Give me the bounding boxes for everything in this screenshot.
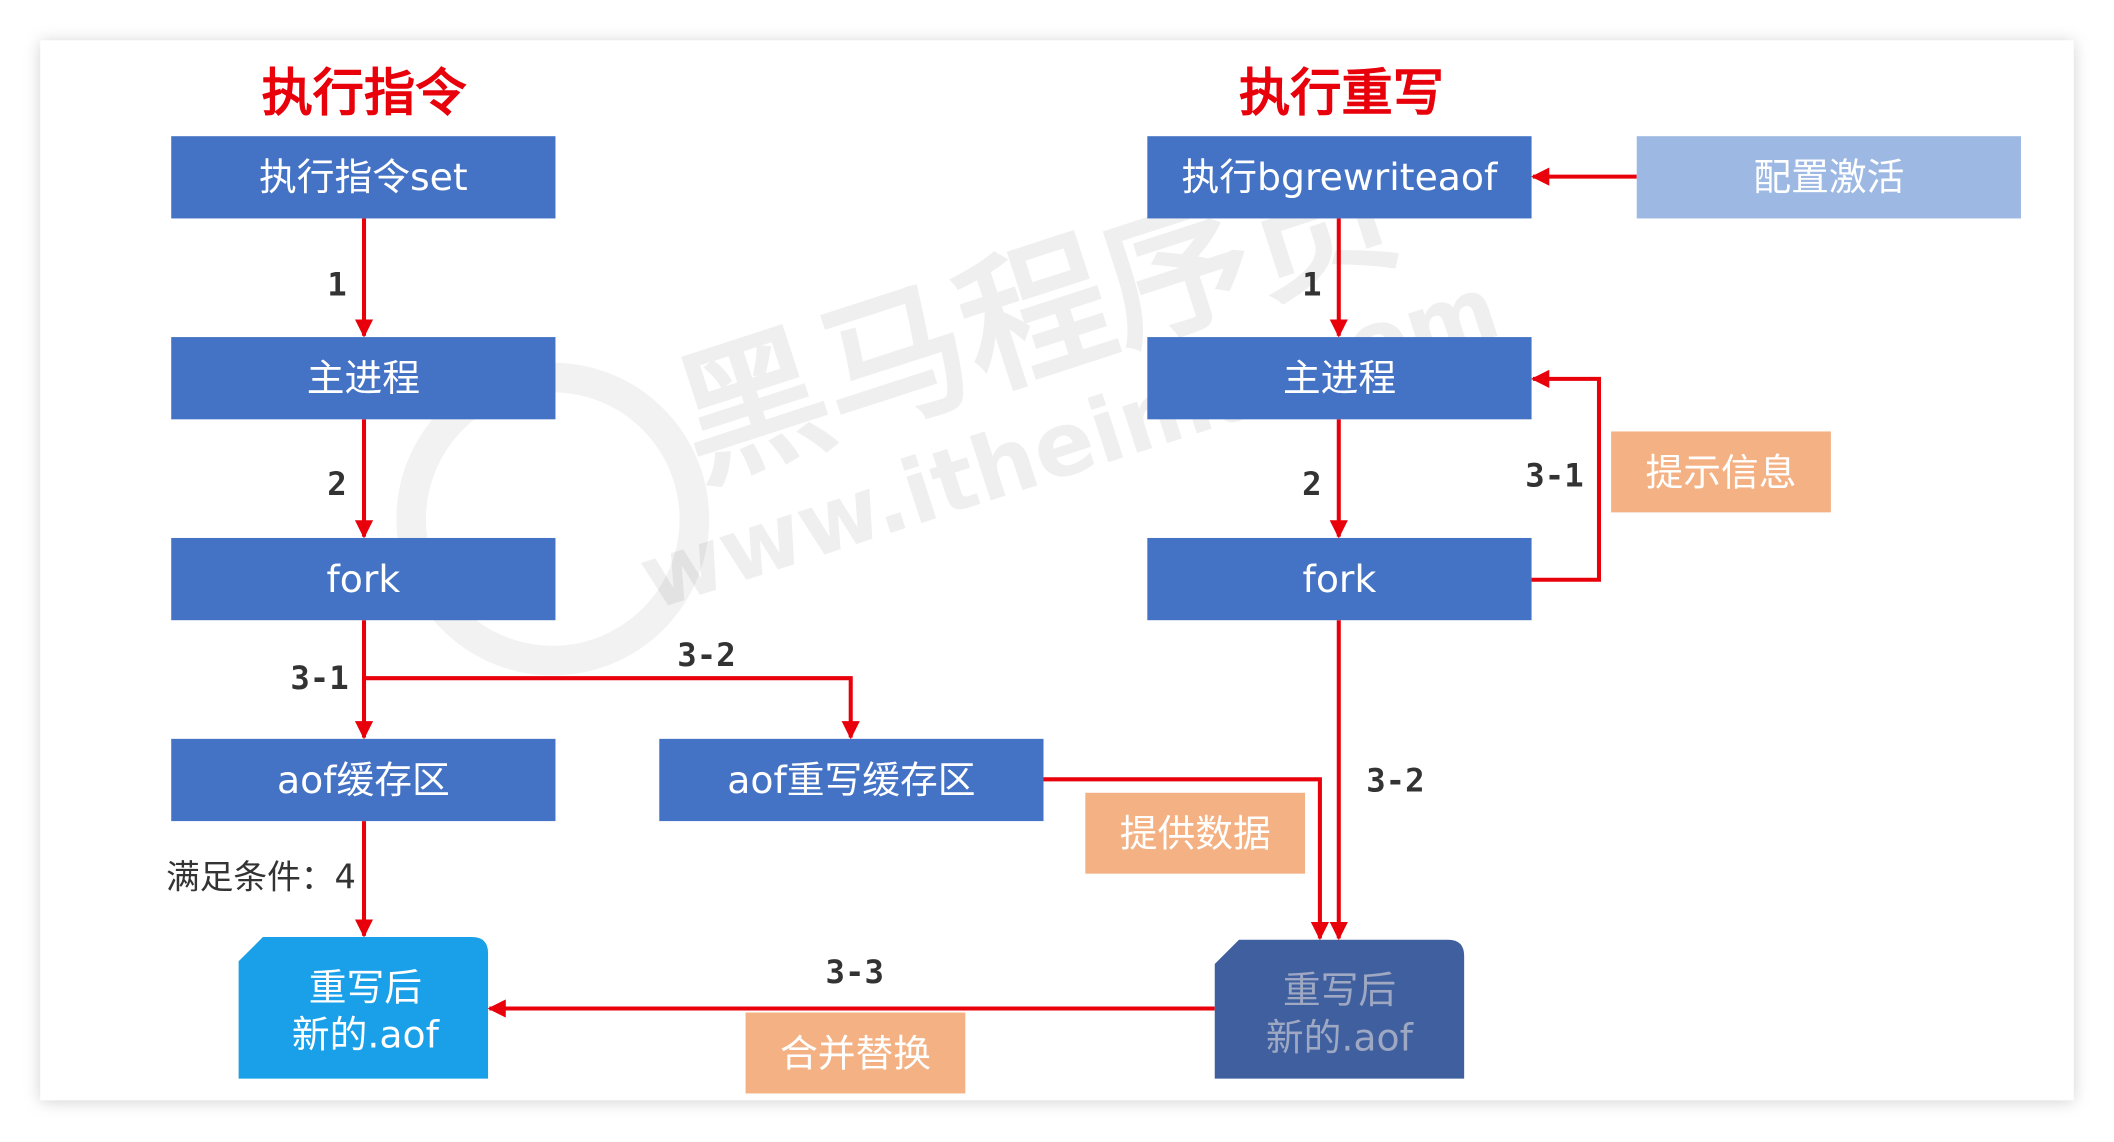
box-right-main-process: 主进程 [1147, 337, 1532, 420]
box-left-fork: fork [171, 537, 556, 621]
box-left-new-aof: 重写后 新的.aof [238, 937, 489, 1079]
step-left-3-1: 3-1 [290, 659, 348, 697]
left-title: 执行指令 [262, 64, 468, 124]
box-left-new-aof-line2: 新的.aof [292, 1013, 441, 1057]
box-exec-set: 执行指令set [171, 136, 556, 219]
box-exec-bgrewriteaof: 执行bgrewriteaof [1147, 136, 1532, 219]
box-aof-rewrite-buffer-label: aof重写缓存区 [727, 758, 975, 802]
step-right-3-2: 3-2 [1366, 761, 1424, 799]
arrow-left-3-2 [364, 676, 860, 740]
box-config-activate: 配置激活 [1636, 136, 2021, 219]
step-left-4-condition: 满足条件：4 [166, 858, 356, 897]
box-exec-set-label: 执行指令set [259, 155, 468, 199]
box-right-new-aof: 重写后 新的.aof [1214, 939, 1465, 1079]
box-exec-bgrewriteaof-label: 执行bgrewriteaof [1182, 155, 1499, 199]
box-right-new-aof-line1: 重写后 [1283, 968, 1396, 1012]
note-provide-data: 提供数据 [1085, 792, 1306, 874]
arrow-rewrite-buffer-to-new-aof [1043, 777, 1330, 941]
note-merge-replace: 合并替换 [745, 1012, 966, 1094]
box-left-main-process-label: 主进程 [307, 356, 420, 400]
box-right-new-aof-line2: 新的.aof [1266, 1015, 1415, 1059]
box-config-activate-label: 配置激活 [1753, 155, 1904, 199]
note-merge-replace-label: 合并替换 [780, 1031, 931, 1075]
box-left-fork-label: fork [326, 557, 400, 601]
box-left-new-aof-line1: 重写后 [309, 965, 422, 1009]
note-provide-data-label: 提供数据 [1120, 812, 1271, 856]
note-notice-label: 提示信息 [1645, 450, 1796, 494]
step-right-2: 2 [1302, 465, 1321, 503]
box-right-fork-label: fork [1303, 557, 1377, 601]
box-aof-rewrite-buffer: aof重写缓存区 [659, 738, 1044, 822]
box-aof-buffer: aof缓存区 [171, 738, 556, 822]
step-right-1: 1 [1302, 265, 1321, 303]
box-right-main-process-label: 主进程 [1283, 356, 1396, 400]
arrow-right-3-1 [1531, 369, 1602, 582]
box-left-main-process: 主进程 [171, 337, 556, 420]
arrows [354, 167, 1637, 1018]
box-right-fork: fork [1147, 537, 1532, 621]
step-left-3-2: 3-2 [677, 636, 735, 674]
note-notice: 提示信息 [1611, 431, 1831, 513]
step-left-1: 1 [327, 265, 346, 303]
step-left-2: 2 [327, 465, 346, 503]
step-right-3-1: 3-1 [1525, 457, 1583, 495]
step-right-3-3: 3-3 [826, 953, 884, 991]
right-title: 执行重写 [1239, 64, 1444, 124]
box-aof-buffer-label: aof缓存区 [277, 758, 450, 802]
